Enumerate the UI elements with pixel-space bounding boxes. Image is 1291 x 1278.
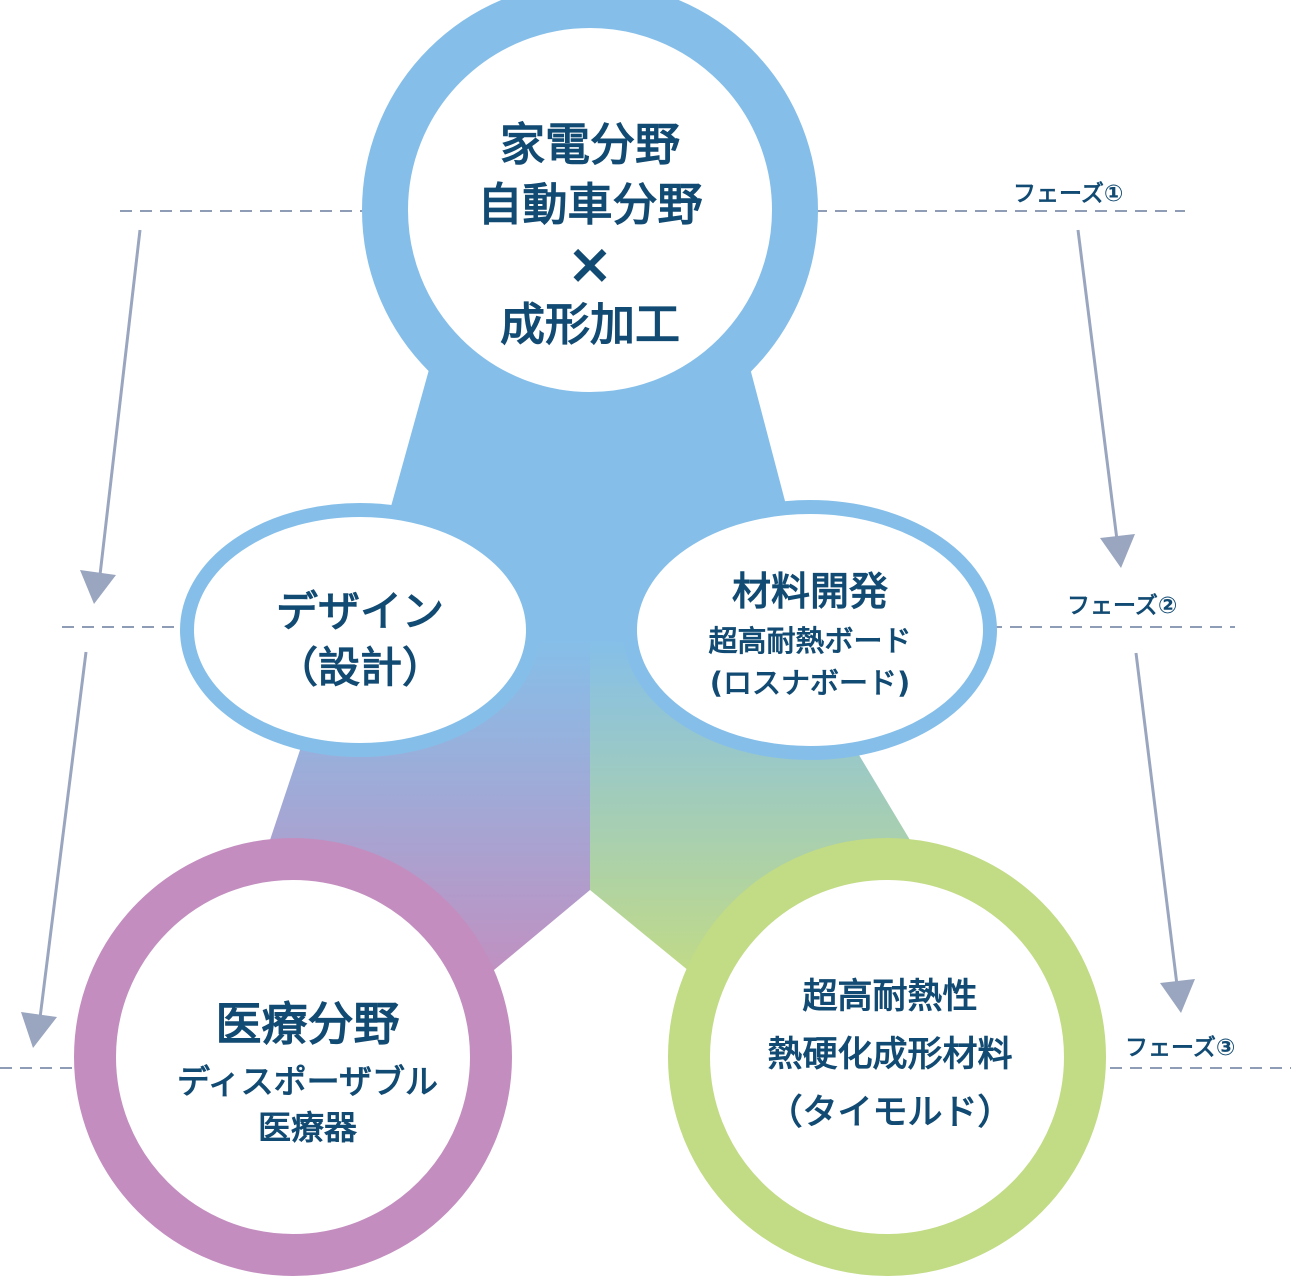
material-node-line-1: 材料開発: [731, 570, 888, 615]
arrow-left-1-head: [80, 570, 116, 604]
mold-node-line-2: 熱硬化成形材料: [767, 1035, 1013, 1075]
mold-circle: [668, 838, 1106, 1276]
phase-2-label: フェーズ②: [1067, 593, 1178, 619]
medical-circle: [74, 838, 512, 1276]
design-node-line-1: デザイン: [275, 587, 444, 636]
medical-node-line-2: ディスポーザブル: [176, 1062, 439, 1101]
top-node-line-2: 自動車分野: [477, 178, 703, 231]
material-node-line-3: (ロスナボード): [709, 666, 911, 700]
arrow-left-2-head: [21, 1012, 57, 1048]
design-node-line-2: （設計）: [275, 643, 444, 692]
design-node-text: デザイン （設計）: [205, 560, 515, 720]
arrow-left-1-shaft: [98, 229, 142, 576]
material-node-text: 材料開発 超高耐熱ボード (ロスナボード): [640, 545, 980, 725]
top-node-text: 家電分野 自動車分野 × 成形加工: [405, 100, 775, 370]
top-node-line-4: 成形加工: [499, 298, 680, 351]
phase-3-label: フェーズ③: [1125, 1035, 1236, 1061]
mold-node-line-1: 超高耐熱性: [802, 977, 978, 1017]
medical-node-line-3: 医療器: [258, 1108, 357, 1147]
phase-1-label: フェーズ①: [1013, 181, 1124, 207]
material-ellipse: [623, 500, 997, 760]
mold-node-text: 超高耐熱性 熱硬化成形材料 （タイモルド）: [715, 955, 1065, 1155]
top-node-cross-symbol: ×: [566, 232, 614, 297]
mold-node-line-3: （タイモルド）: [767, 1093, 1013, 1133]
arrow-right-1-head: [1100, 534, 1135, 568]
top-circle: [362, 0, 818, 438]
arrow-right-1-shaft: [1076, 229, 1119, 541]
phase-guide-lines: [0, 210, 1291, 1069]
arrow-right-2-head: [1160, 979, 1195, 1013]
phase-arrows: [21, 229, 1195, 1048]
medical-node-text: 医療分野 ディスポーザブル 医療器: [130, 975, 485, 1165]
top-node-line-1: 家電分野: [499, 118, 680, 171]
arrow-right-2-shaft: [1134, 652, 1179, 986]
material-node-line-2: 超高耐熱ボード: [708, 624, 912, 658]
arrow-left-2-shaft: [38, 651, 88, 1019]
medical-node-line-1: 医療分野: [215, 997, 400, 1051]
design-ellipse: [180, 503, 540, 757]
